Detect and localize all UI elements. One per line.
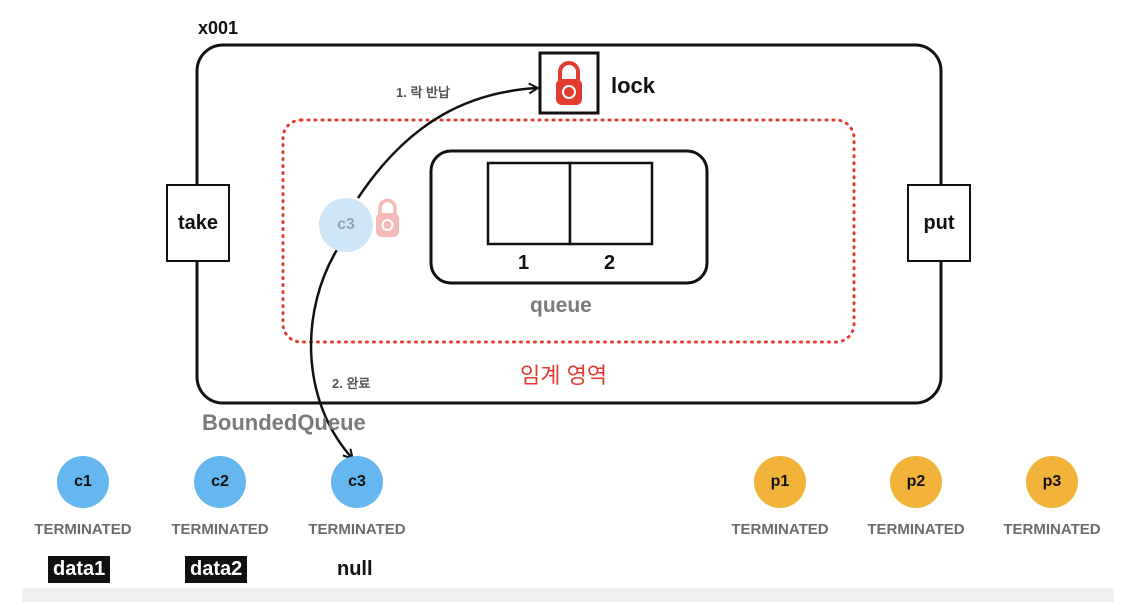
consumer-c2-result: data2 bbox=[185, 556, 248, 583]
step-return-lock-label: 1. 락 반납 bbox=[396, 85, 450, 100]
producer-p1-state: TERMINATED bbox=[731, 521, 829, 538]
consumer-c1-result: data1 bbox=[48, 556, 111, 583]
producer-thread-p2: p2 bbox=[890, 456, 942, 508]
consumer-thread-c1: c1 bbox=[57, 456, 109, 508]
consumer-c1-state: TERMINATED bbox=[34, 521, 132, 538]
consumer-thread-c3: c3 bbox=[331, 456, 383, 508]
slot-index-2: 2 bbox=[604, 252, 616, 274]
put-label: put bbox=[923, 211, 955, 234]
padlock-icon bbox=[556, 61, 582, 105]
critical-section-border bbox=[281, 118, 856, 344]
lock-label: lock bbox=[611, 73, 656, 98]
critical-section-label: 임계 영역 bbox=[520, 363, 608, 388]
slot-index-1: 1 bbox=[518, 252, 530, 274]
complete-arrow bbox=[309, 247, 352, 458]
consumer-thread-c2: c2 bbox=[194, 456, 246, 508]
queue-label: queue bbox=[530, 294, 592, 317]
waiting-thread-c3: c3 bbox=[319, 198, 373, 252]
producer-thread-p3: p3 bbox=[1026, 456, 1078, 508]
producer-p3-state: TERMINATED bbox=[1003, 521, 1101, 538]
queue-slot-2 bbox=[568, 161, 654, 246]
bounded-queue-label: BoundedQueue bbox=[202, 410, 366, 435]
consumer-c2-state: TERMINATED bbox=[171, 521, 269, 538]
take-label: take bbox=[177, 211, 219, 234]
take-method-box: take bbox=[166, 184, 230, 262]
faded-padlock-icon bbox=[376, 198, 399, 237]
consumer-c3-state: TERMINATED bbox=[308, 521, 406, 538]
step-complete-label: 2. 완료 bbox=[332, 376, 371, 391]
producer-thread-p1: p1 bbox=[754, 456, 806, 508]
bottom-strip bbox=[22, 588, 1114, 602]
return-lock-arrow bbox=[356, 88, 537, 199]
object-id-label: x001 bbox=[198, 18, 239, 38]
put-method-box: put bbox=[907, 184, 971, 262]
consumer-c3-result: null bbox=[337, 558, 373, 580]
queue-slot-1 bbox=[486, 161, 572, 246]
producer-p2-state: TERMINATED bbox=[867, 521, 965, 538]
